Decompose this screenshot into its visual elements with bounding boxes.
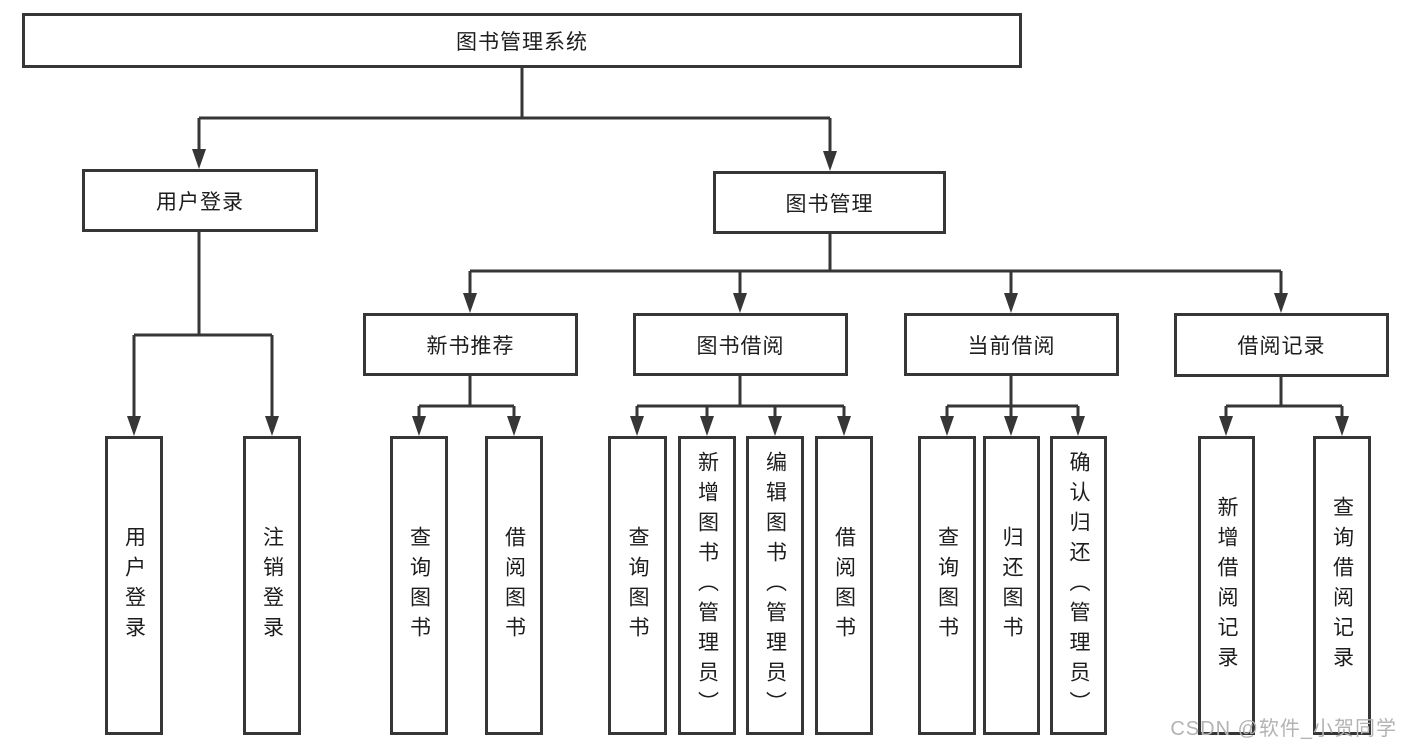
leaf-query-books-current: 查询图书: [918, 436, 976, 735]
node-borrow-records-label: 借阅记录: [1237, 335, 1326, 358]
leaf-query-borrow-record-label: 查询借阅记录: [1330, 495, 1354, 676]
node-current-borrow-label: 当前借阅: [967, 334, 1056, 358]
node-user-login-label: 用户登录: [156, 190, 244, 214]
leaf-add-books-admin-label: 新增图书（管理员）: [695, 450, 719, 721]
leaf-query-books-recommend: 查询图书: [390, 436, 448, 735]
connector-book-mgmt-to-level3: [463, 234, 1288, 313]
leaf-user-login-label: 用户登录: [122, 525, 146, 646]
leaf-edit-books-admin-label: 编辑图书（管理员）: [763, 450, 787, 721]
leaf-add-books-admin: 新增图书（管理员）: [678, 436, 736, 735]
leaf-edit-books-admin: 编辑图书（管理员）: [746, 436, 804, 735]
leaf-return-books: 归还图书: [983, 436, 1040, 735]
leaf-logout-label: 注销登录: [260, 525, 284, 646]
leaf-confirm-return-admin-label: 确认归还（管理员）: [1067, 450, 1091, 721]
connector-user-login-to-leaves: [127, 232, 279, 436]
node-root-label: 图书管理系统: [456, 30, 588, 54]
node-book-borrow: 图书借阅: [633, 313, 848, 376]
node-new-book-recommend: 新书推荐: [363, 313, 578, 376]
node-user-login: 用户登录: [82, 169, 318, 232]
leaf-logout: 注销登录: [243, 436, 301, 735]
leaf-add-borrow-record-label: 新增借阅记录: [1215, 495, 1239, 676]
connector-book-borrow-to-leaves: [630, 376, 851, 436]
leaf-query-books-recommend-label: 查询图书: [407, 525, 431, 646]
leaf-user-login: 用户登录: [105, 436, 163, 735]
leaf-query-books-borrow: 查询图书: [608, 436, 667, 735]
connector-borrow-records-to-leaves: [1219, 376, 1349, 436]
connector-new-book-to-leaves: [412, 376, 521, 436]
leaf-query-books-borrow-label: 查询图书: [626, 525, 650, 646]
watermark: CSDN @软件_小贺同学: [1170, 718, 1397, 740]
connector-current-borrow-to-leaves: [940, 376, 1085, 436]
connector-root-to-level2: [192, 68, 837, 171]
node-book-management: 图书管理: [713, 171, 946, 234]
leaf-add-borrow-record: 新增借阅记录: [1198, 436, 1255, 735]
leaf-return-books-label: 归还图书: [1000, 525, 1024, 646]
node-borrow-records: 借阅记录: [1174, 313, 1389, 377]
leaf-query-borrow-record: 查询借阅记录: [1313, 436, 1371, 735]
node-new-book-recommend-label: 新书推荐: [426, 334, 515, 358]
node-book-management-label: 图书管理: [785, 192, 874, 216]
node-book-borrow-label: 图书借阅: [696, 334, 785, 358]
node-root: 图书管理系统: [22, 13, 1022, 68]
leaf-borrow-books-label: 借阅图书: [832, 525, 856, 646]
leaf-confirm-return-admin: 确认归还（管理员）: [1050, 436, 1107, 735]
leaf-borrow-books: 借阅图书: [815, 436, 873, 735]
leaf-borrow-books-recommend-label: 借阅图书: [502, 525, 526, 646]
leaf-query-books-current-label: 查询图书: [935, 525, 959, 646]
leaf-borrow-books-recommend: 借阅图书: [485, 436, 543, 735]
node-current-borrow: 当前借阅: [904, 313, 1119, 376]
